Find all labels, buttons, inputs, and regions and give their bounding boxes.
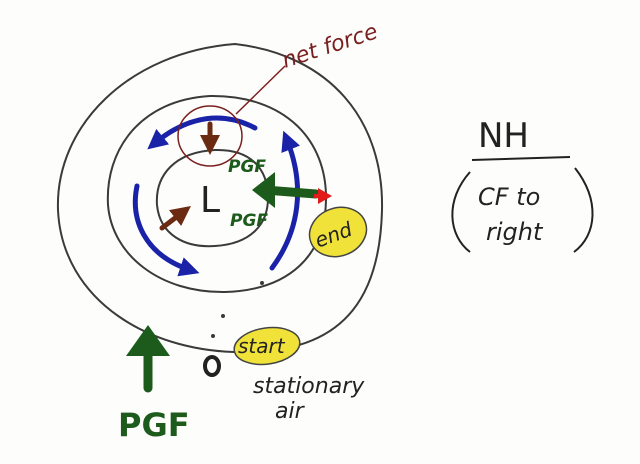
pgf-big-label: PGF (118, 406, 190, 444)
path-dot (211, 334, 215, 338)
blue-wind-arrow-left (132, 183, 200, 277)
blue-wind-arrow-right (269, 130, 301, 271)
path-dot (221, 314, 225, 318)
end-highlight (308, 206, 368, 258)
inner-isobar (155, 148, 270, 248)
hemisphere-label: NH (478, 116, 529, 156)
pgf-lower-label: PGF (230, 211, 268, 231)
low-pressure-center-label: L (200, 180, 220, 221)
path-dot (260, 281, 264, 285)
red-coriolis-arrow (318, 188, 332, 204)
net-force-label: net force (279, 19, 381, 73)
start-label: start (238, 334, 286, 358)
cf-line2: right (486, 218, 544, 246)
brown-net-force-arrow-left (159, 205, 191, 231)
blue-wind-arrow-top (147, 115, 258, 150)
cf-right-paren (573, 167, 594, 253)
stationary-label: stationary (253, 374, 365, 399)
cf-left-paren (451, 171, 471, 253)
middle-isobar (106, 94, 328, 294)
net-force-circle (177, 105, 243, 167)
green-pgf-arrow-bottom-head (126, 325, 170, 356)
air-parcel-marker (203, 355, 221, 377)
hemisphere-underline (471, 156, 571, 161)
cf-line1: CF to (478, 183, 540, 211)
net-force-pointer-line (235, 65, 286, 115)
start-highlight (233, 326, 301, 366)
green-pgf-arrow-right-head (252, 172, 275, 208)
pgf-upper-label: PGF (228, 157, 266, 177)
air-label: air (275, 399, 306, 424)
